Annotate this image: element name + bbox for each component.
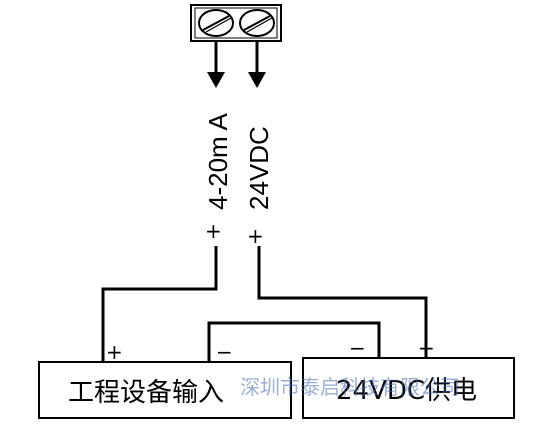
device-input-box: + − 工程设备输入 xyxy=(38,340,292,419)
power-minus: − xyxy=(349,336,366,360)
terminal-plus-left: + xyxy=(205,219,222,243)
wire-negative-link xyxy=(207,321,381,363)
power-supply-label: 24VDC供电 xyxy=(336,376,477,406)
power-supply-box: − + 24VDC供电 xyxy=(302,336,515,419)
power-label: 24VDC xyxy=(244,126,274,210)
wire-signal xyxy=(101,246,218,363)
device-plus: + xyxy=(106,340,123,364)
power-plus: + xyxy=(418,336,435,360)
watermark-text: 深圳市泰启科技有限公司 xyxy=(240,375,460,399)
arrow-down-icon xyxy=(207,42,225,88)
device-minus: − xyxy=(216,340,233,364)
terminal-plus-right: + xyxy=(247,224,264,248)
wire-power-positive xyxy=(257,246,428,359)
device-input-label: 工程设备输入 xyxy=(68,378,224,408)
signal-label: 4-20m A xyxy=(203,113,233,210)
screw-terminal-left xyxy=(198,9,234,37)
screw-terminal-right xyxy=(239,9,275,37)
arrow-down-icon xyxy=(248,42,266,88)
terminal-block xyxy=(190,4,282,42)
